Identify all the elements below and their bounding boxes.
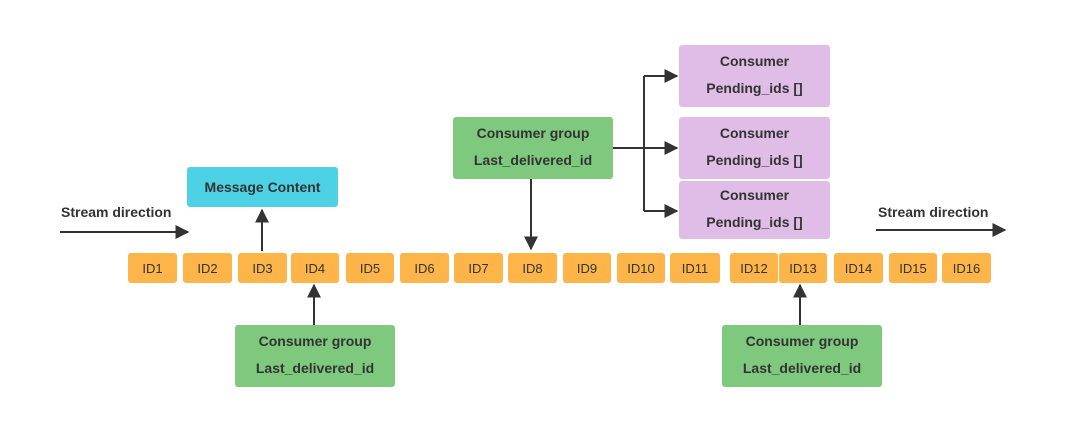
consumer-title: Consumer — [719, 187, 790, 203]
id-box-16: ID16 — [942, 253, 991, 283]
consumer-box-2: Consumer Pending_ids [] — [679, 117, 830, 179]
consumer-group-title: Consumer group — [745, 333, 859, 349]
stream-direction-label-right: Stream direction — [878, 204, 989, 220]
last-delivered-id-label: Last_delivered_id — [742, 360, 862, 376]
message-content-box: Message Content — [187, 167, 338, 207]
id-box-15: ID15 — [889, 253, 937, 283]
id-box-6: ID6 — [400, 253, 449, 283]
consumer-group-box-3: Consumer group Last_delivered_id — [722, 325, 882, 387]
pending-ids-label: Pending_ids [] — [706, 214, 803, 230]
id-box-9: ID9 — [563, 253, 611, 283]
id-box-3: ID3 — [238, 253, 287, 283]
consumer-group-title: Consumer group — [258, 333, 372, 349]
pending-ids-label: Pending_ids [] — [706, 80, 803, 96]
id-box-1: ID1 — [128, 253, 177, 283]
consumer-box-3: Consumer Pending_ids [] — [679, 181, 830, 239]
id-box-8: ID8 — [508, 253, 557, 283]
consumer-group-box-1: Consumer group Last_delivered_id — [235, 325, 395, 387]
id-box-5: ID5 — [346, 253, 394, 283]
id-box-2: ID2 — [183, 253, 232, 283]
group-to-consumers-connector — [613, 76, 645, 211]
id-box-7: ID7 — [454, 253, 503, 283]
id-box-4: ID4 — [291, 253, 339, 283]
stream-direction-label-left: Stream direction — [61, 204, 172, 220]
last-delivered-id-label: Last_delivered_id — [255, 360, 375, 376]
id-box-14: ID14 — [834, 253, 883, 283]
consumer-box-1: Consumer Pending_ids [] — [679, 45, 830, 107]
pending-ids-label: Pending_ids [] — [706, 152, 803, 168]
id-box-13: ID13 — [779, 253, 827, 283]
id-box-10: ID10 — [617, 253, 665, 283]
id-box-11: ID11 — [670, 253, 720, 283]
consumer-group-title: Consumer group — [476, 125, 590, 141]
id-box-12: ID12 — [730, 253, 778, 283]
last-delivered-id-label: Last_delivered_id — [473, 152, 593, 168]
consumer-group-box-2: Consumer group Last_delivered_id — [453, 117, 613, 179]
consumer-title: Consumer — [719, 53, 790, 69]
consumer-title: Consumer — [719, 125, 790, 141]
